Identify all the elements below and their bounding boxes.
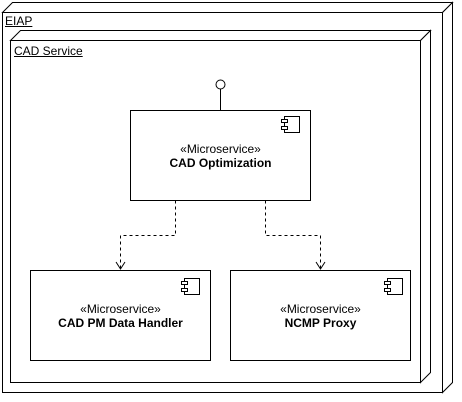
component-stereotype: «Microservice» <box>80 301 161 316</box>
dependency-arrow-to-cad-pm-data-handler <box>120 200 176 268</box>
interface-circle <box>215 79 226 90</box>
ncmp-proxy-component[interactable] <box>230 270 411 361</box>
eiap-node-side <box>442 1 453 394</box>
provided-interface-icon <box>215 79 226 111</box>
component-icon <box>181 278 200 295</box>
eiap-node-top <box>1 2 454 13</box>
cad-service-node-label: CAD Service <box>14 44 83 58</box>
component-name: CAD PM Data Handler <box>58 315 183 330</box>
component-stereotype: «Microservice» <box>180 141 261 156</box>
cad-service-node-top <box>9 30 432 41</box>
component-name: NCMP Proxy <box>284 315 357 330</box>
component-name: CAD Optimization <box>169 155 272 170</box>
arrowhead-cad-pm-data-handler <box>115 261 126 270</box>
arrowhead-ncmp-proxy <box>315 261 326 270</box>
cad-service-node-side <box>420 29 431 384</box>
cad-service-node[interactable] <box>9 29 432 384</box>
dependency-arrow-to-ncmp-proxy <box>265 200 321 268</box>
cad-optimization-component[interactable] <box>130 110 311 201</box>
component-icon <box>281 116 300 133</box>
eiap-node-label: EIAP <box>5 14 33 28</box>
cad-pm-data-handler-component[interactable] <box>30 270 211 361</box>
cad-pm-data-handler-text: «Microservice» CAD PM Data Handler <box>31 271 210 360</box>
cad-optimization-text: «Microservice» CAD Optimization <box>131 111 310 200</box>
component-icon <box>384 278 403 295</box>
ncmp-proxy-text: «Microservice» NCMP Proxy <box>231 271 410 360</box>
component-stereotype: «Microservice» <box>280 301 361 316</box>
